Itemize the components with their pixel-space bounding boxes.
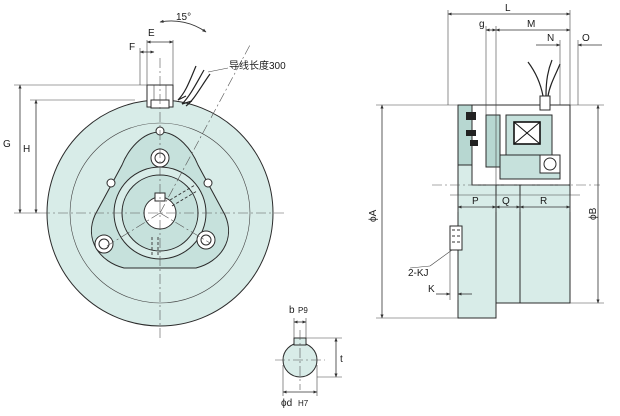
side-spring-upper (466, 112, 476, 120)
side-terminal (539, 95, 551, 111)
side-dim-K: K (428, 284, 435, 295)
front-mounting-hole-left (94, 234, 114, 254)
side-dim-N: N (547, 33, 554, 44)
bore-dim-d: ϕd (281, 398, 292, 409)
front-dim-F: F (129, 42, 135, 53)
side-dim-P: P (472, 196, 479, 207)
side-spring-mid (466, 130, 476, 136)
side-view: L g M N O ϕA ϕB P Q R (368, 3, 604, 319)
front-lead-wires (177, 65, 211, 107)
front-small-hole-right (203, 178, 213, 188)
side-spring-lower (470, 140, 478, 146)
side-dim-O: O (582, 33, 590, 44)
side-dim-g: g (479, 19, 485, 30)
front-dim-G: G (3, 139, 11, 150)
side-lead-wires (527, 59, 561, 97)
bore-dim-b: b (289, 305, 295, 316)
bore-dim-t: t (340, 354, 343, 365)
side-dim-A: ϕA (368, 209, 379, 222)
side-dim-Q: Q (502, 196, 510, 207)
front-inner-ring (69, 122, 251, 304)
bore-dim-d-tol: H7 (298, 399, 309, 408)
side-dim-R: R (540, 196, 547, 207)
bore-dim-b-tol: P9 (298, 306, 308, 315)
front-small-hole-left (106, 178, 116, 188)
side-dim-M: M (527, 19, 535, 30)
front-view: 15° E F 导线长度300 G H (3, 12, 286, 338)
side-setscrew (449, 225, 463, 251)
bore-detail: b P9 t ϕd H7 (275, 305, 343, 409)
front-dim-E: E (148, 28, 155, 39)
front-dim-H: H (23, 144, 30, 155)
side-dim-KJ: 2-KJ (408, 268, 429, 279)
side-dim-L: L (505, 3, 511, 14)
front-lead-wire-note: 导线长度300 (229, 59, 286, 72)
front-mounting-hole-right (196, 230, 216, 250)
front-lead-wires-lower (177, 95, 193, 105)
side-dim-B: ϕB (588, 207, 599, 220)
side-armature-plate (485, 114, 501, 168)
side-bearing (539, 154, 561, 174)
front-dim-angle: 15° (176, 12, 191, 23)
side-stator-body (519, 184, 571, 304)
